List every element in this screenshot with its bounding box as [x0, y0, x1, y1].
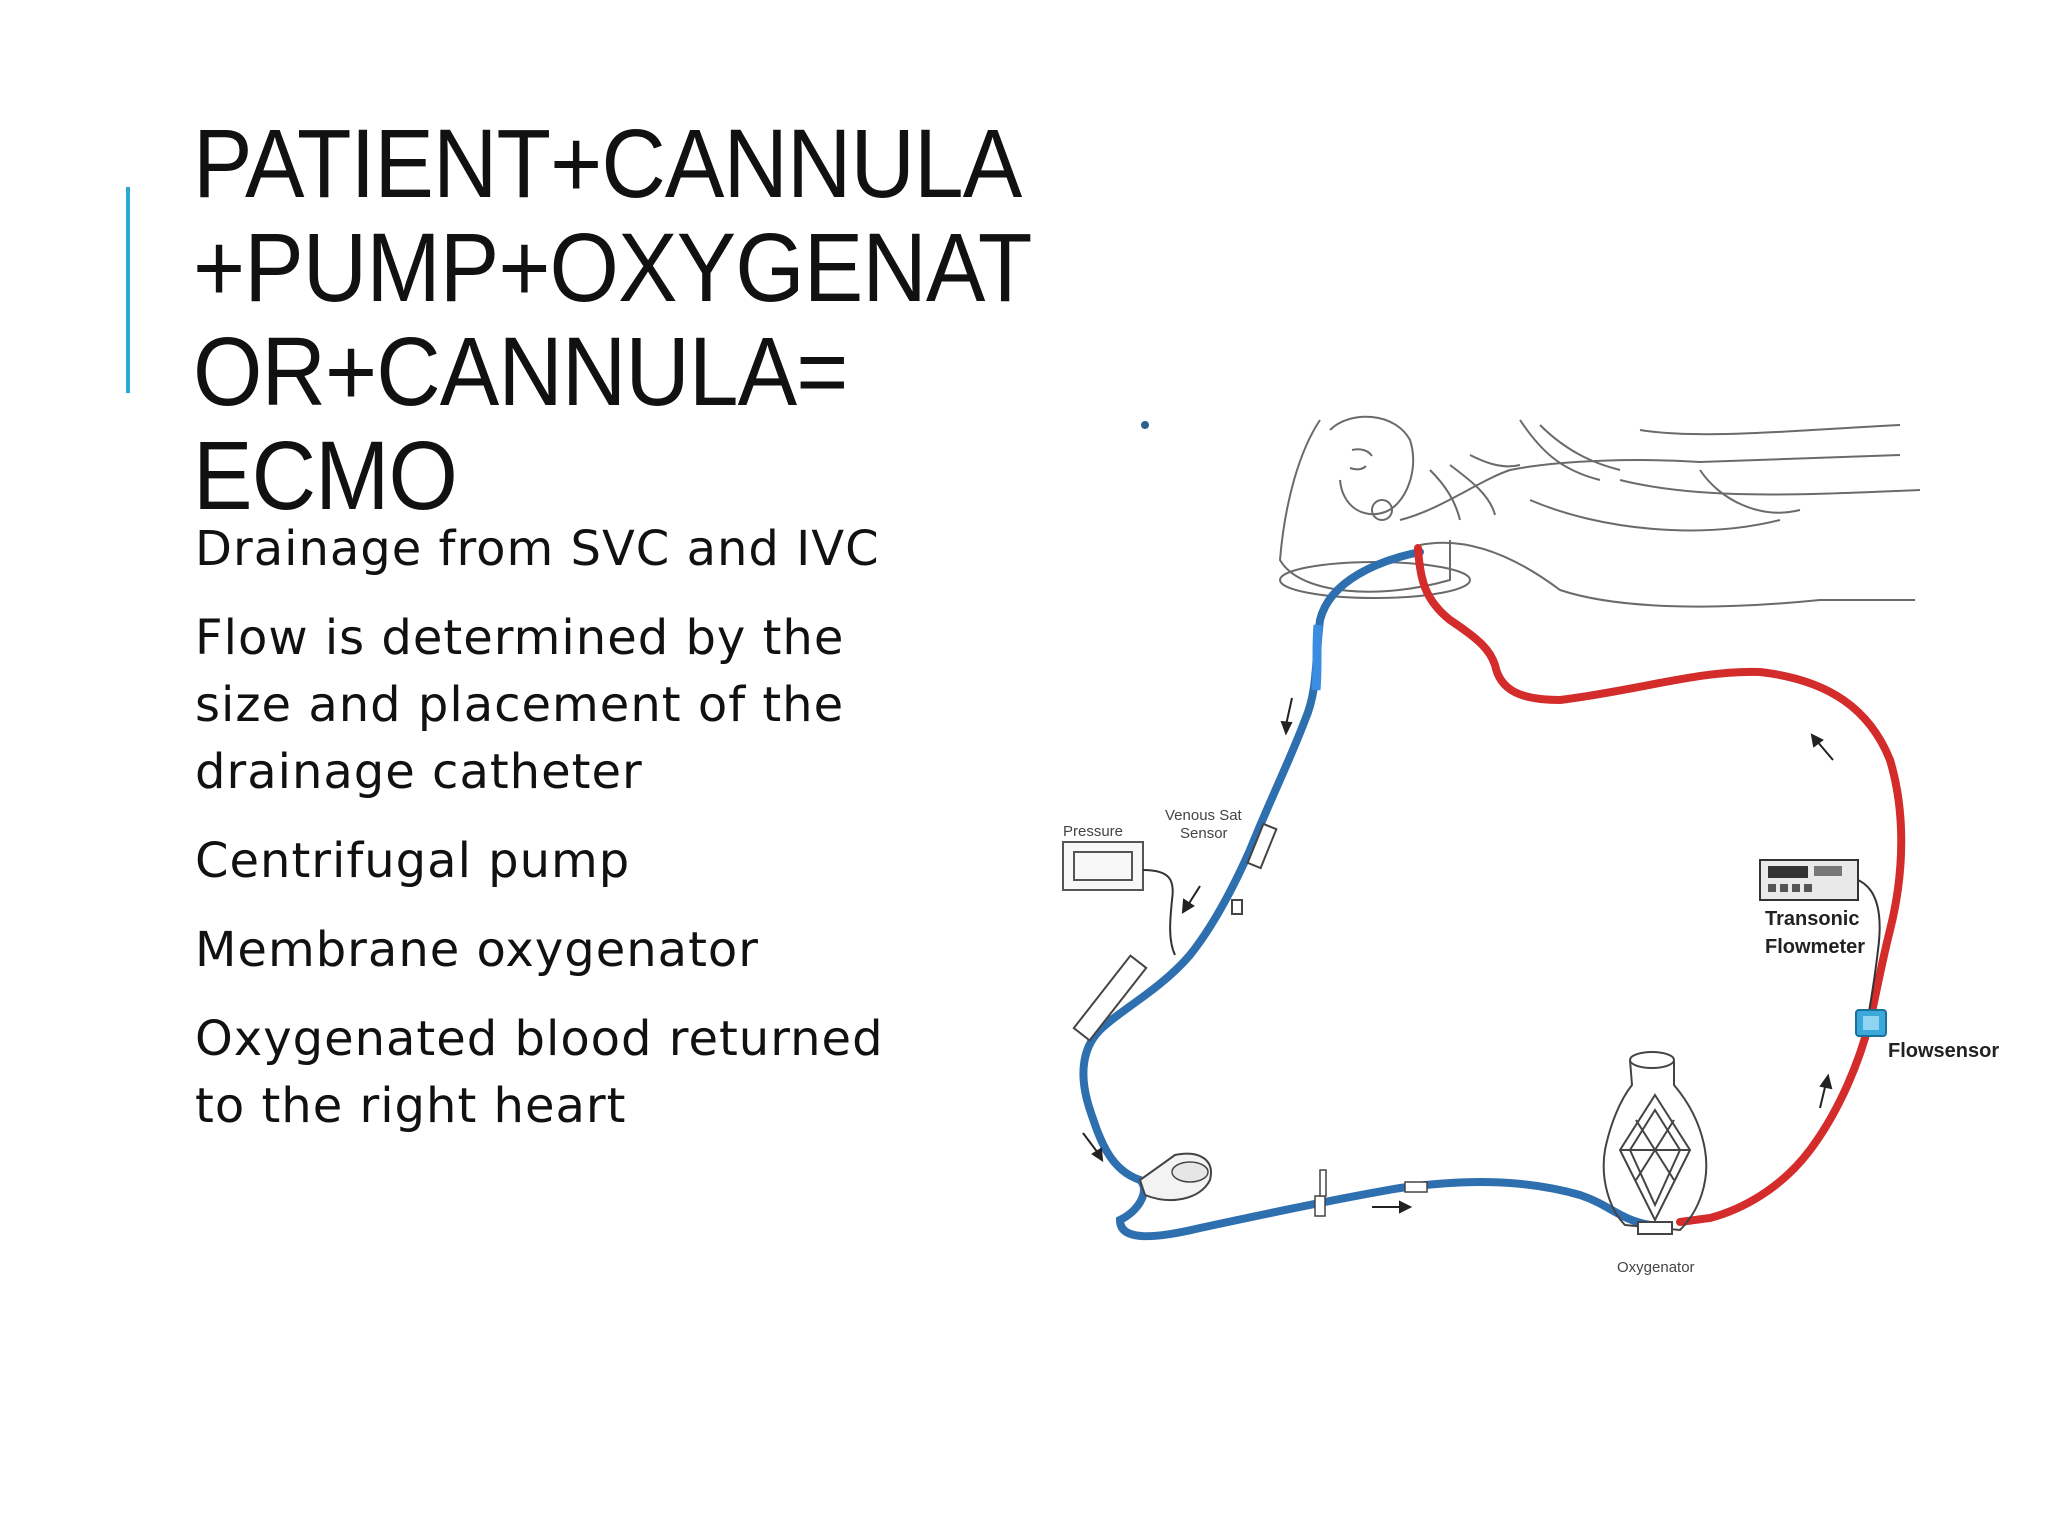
slide-title: PATIENT+CANNULA +PUMP+OXYGENAT OR+CANNUL…: [193, 112, 1093, 528]
oxygenator-label: Oxygenator: [1617, 1259, 1695, 1276]
line-connectors: [1314, 1169, 1428, 1217]
flow-arrows: [1082, 697, 1834, 1214]
patient-illustration: [1278, 415, 1921, 608]
transonic-flowmeter: [1759, 859, 1881, 1019]
centrifugal-pump: [1138, 1152, 1212, 1201]
venous-drainage-line: [1079, 548, 1654, 1241]
oxygenator: [1602, 1051, 1708, 1235]
title-line: ECMO: [193, 421, 458, 530]
venous-sat-sensor: [1231, 822, 1278, 915]
ecmo-circuit-diagram: Pressure Venous Sat Sensor: [1062, 415, 1999, 1276]
bullet-item: Membrane oxygenator: [195, 922, 759, 978]
bullet-item: Drainage from SVC and IVC: [195, 521, 880, 577]
drainage-cannula: [1072, 954, 1148, 1042]
pressure-label: Pressure: [1063, 823, 1123, 840]
flowsensor-label: Flowsensor: [1888, 1040, 1999, 1062]
title-line: +PUMP+OXYGENAT: [193, 213, 1032, 322]
venous-sat-label-line2: Sensor: [1180, 825, 1228, 842]
arterial-return-line: [1414, 544, 1906, 1226]
bullet-item: Flow is determined by the size and place…: [195, 610, 845, 800]
title-line: PATIENT+CANNULA: [193, 109, 1022, 218]
pressure-monitor: [1062, 841, 1176, 956]
transonic-label-line1: Transonic: [1765, 908, 1859, 930]
bullet-item: Centrifugal pump: [195, 833, 631, 889]
venous-line-highlight: [1311, 624, 1323, 691]
bullet-item: Oxygenated blood returned to the right h…: [195, 1011, 884, 1134]
venous-sat-label-line1: Venous Sat: [1165, 807, 1243, 824]
title-line: OR+CANNULA=: [193, 317, 848, 426]
stray-dot: [1141, 421, 1149, 429]
title-accent-bar: [126, 187, 130, 393]
flowsensor: [1855, 1009, 1887, 1037]
transonic-label-line2: Flowmeter: [1765, 936, 1865, 958]
bullet-list: Drainage from SVC and IVC Flow is determ…: [195, 516, 915, 1162]
